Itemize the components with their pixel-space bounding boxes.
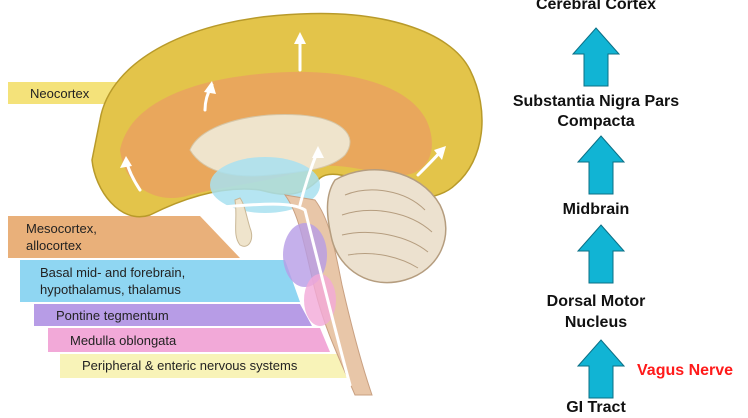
up-arrow-2 (576, 134, 626, 196)
up-arrow-1 (571, 26, 621, 88)
up-arrow-4 (576, 338, 626, 400)
node-gi-tract: GI Tract (481, 398, 711, 418)
label-hypothalamus: hypothalamus, thalamus (40, 282, 181, 297)
label-medulla: Medulla oblongata (70, 333, 176, 348)
label-peripheral: Peripheral & enteric nervous systems (82, 358, 297, 373)
label-basal: Basal mid- and forebrain, (40, 265, 185, 280)
label-vagus-nerve: Vagus Nerve (637, 362, 733, 380)
label-mesocortex: Mesocortex, (26, 221, 97, 236)
label-allocortex: allocortex (26, 238, 82, 253)
up-arrow-3 (576, 223, 626, 285)
node-dorsal-motor-line2: Nucleus (481, 313, 711, 333)
node-substantia-nigra-line1: Substantia Nigra Pars (481, 92, 711, 112)
label-neocortex: Neocortex (30, 86, 89, 101)
node-midbrain: Midbrain (481, 200, 711, 220)
node-dorsal-motor-line1: Dorsal Motor (481, 292, 711, 312)
label-pontine: Pontine tegmentum (56, 308, 169, 323)
node-substantia-nigra-line2: Compacta (481, 112, 711, 132)
node-cerebral-cortex: Cerebral Cortex (481, 0, 711, 15)
